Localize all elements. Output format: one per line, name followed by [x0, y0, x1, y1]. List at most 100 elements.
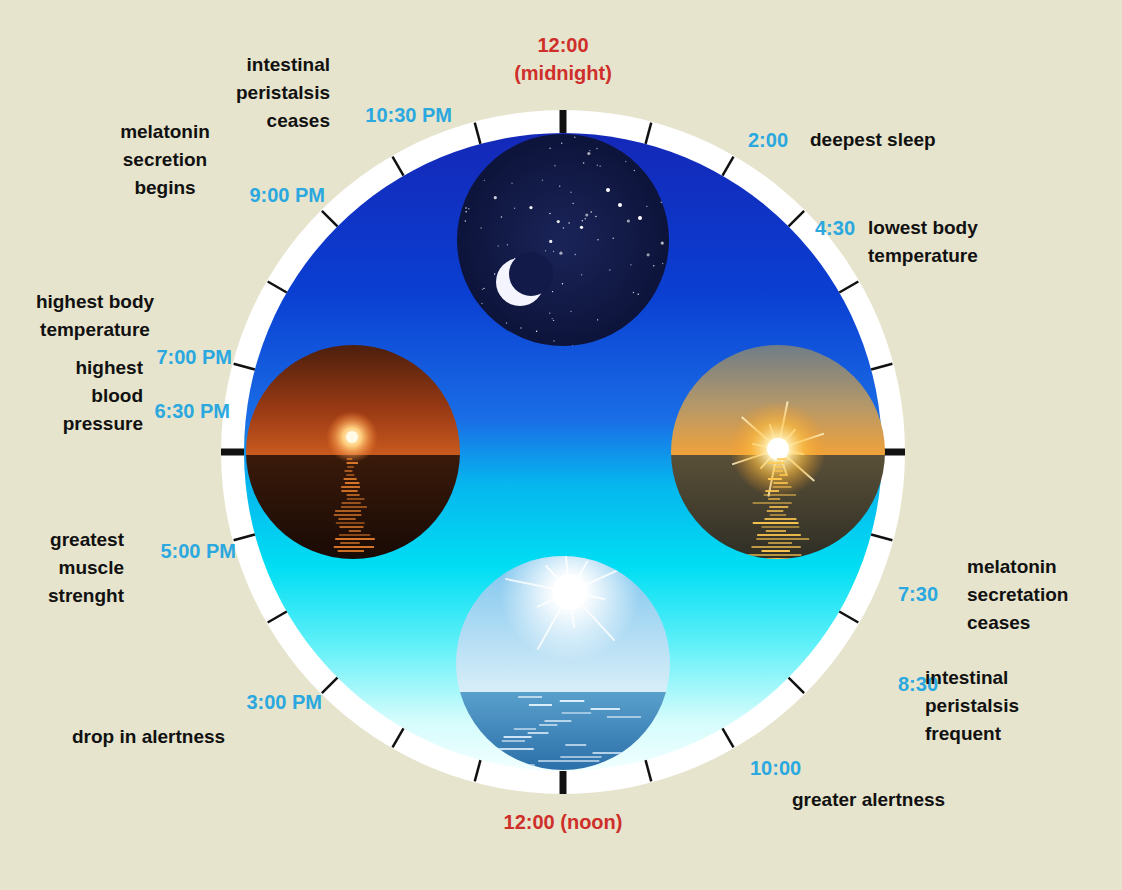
hour-ticks-part [789, 211, 805, 227]
night-photo-part-part [514, 207, 515, 208]
sunset-photo-part-part [335, 538, 375, 540]
time-label: 3:00 PM [246, 688, 322, 716]
noon-photo-part-part [562, 712, 592, 714]
night-photo-part-part [627, 219, 630, 222]
night-photo-part-part [597, 319, 598, 320]
noon-photo-part-part [491, 764, 534, 766]
sunset-photo-part-part [345, 482, 359, 484]
noon-photo-part [552, 574, 588, 610]
clock-hour-label: 12:00 (midnight) [498, 31, 628, 87]
event-label: highest body temperature [8, 288, 183, 344]
night-photo-part-part [568, 222, 569, 223]
sunset-photo-part-part [347, 458, 352, 460]
sunset-photo-part-part [341, 486, 360, 488]
noon-photo-part-part [529, 704, 552, 706]
sunset-photo-part-part [339, 534, 370, 536]
night-photo-part-part [480, 227, 481, 228]
night-photo-part-part [511, 337, 514, 340]
night-photo-part-part [454, 237, 455, 238]
hour-ticks-part [234, 364, 255, 370]
night-photo-part-part [507, 244, 508, 245]
sunset-photo-part-part [336, 522, 365, 524]
hour-ticks-part [268, 282, 287, 293]
sunset-photo-part-part [334, 546, 374, 548]
sunrise-photo-part-part [768, 478, 782, 480]
time-label: 7:30 [898, 580, 938, 608]
sunset-photo-part-part [347, 466, 354, 468]
sunrise-photo-part-part [768, 498, 780, 500]
sunset-photo-part-part [338, 518, 355, 520]
night-photo-part-part [536, 331, 537, 332]
night-photo-part-part [494, 196, 497, 199]
night-photo-part-part [492, 142, 493, 143]
sunset-photo-part-part [349, 530, 361, 532]
night-photo-part-part [465, 220, 466, 221]
noon-photo-part [491, 696, 646, 766]
noon-photo-part [500, 522, 640, 662]
noon-photo-part-part [545, 720, 572, 722]
night-photo-part-part [618, 203, 622, 207]
sunset-photo-part-part [335, 510, 361, 512]
sunrise-photo-part-part [773, 486, 792, 488]
night-photo-part-part [655, 317, 656, 318]
night-photo-part-part [638, 294, 639, 295]
hour-ticks-part [560, 771, 567, 794]
night-photo-part-part [595, 216, 596, 217]
night-photo-part-part [574, 254, 575, 255]
night-photo-part-part [572, 203, 573, 204]
night-photo-part-part [491, 344, 492, 345]
night-photo-part-part [501, 216, 502, 217]
night-photo-part-part [559, 252, 562, 255]
event-label: greatest muscle strenght [9, 526, 124, 610]
sunset-photo-part-part [346, 474, 354, 476]
hour-ticks-part [839, 612, 858, 623]
sunrise-photo-part [730, 401, 826, 497]
night-photo-part-part [460, 165, 461, 166]
hour-ticks-part [723, 157, 734, 176]
sunrise-photo-part-part [762, 550, 790, 552]
night-photo-part-part [638, 216, 642, 220]
hour-ticks-part [560, 110, 567, 133]
sunrise-photo-part-part [770, 514, 786, 516]
noon-photo-part-part [539, 724, 557, 726]
clock-hour-label: 12:00 (noon) [498, 808, 628, 836]
time-label: 6:30 PM [154, 397, 230, 425]
hour-ticks-part [646, 123, 652, 144]
night-photo-part-part [470, 321, 473, 324]
sunrise-photo-part-part [751, 546, 800, 548]
sunrise-photo-part-part [756, 538, 809, 540]
night-photo-part-part [625, 161, 626, 162]
sunset-photo-part [334, 458, 375, 552]
night-photo-part [454, 132, 664, 347]
sunset-photo-part-part [339, 526, 363, 528]
night-photo-part-part [465, 207, 466, 208]
night-photo-part-part [554, 165, 555, 166]
noon-photo-part-part [565, 744, 586, 746]
sunset-photo-part-part [340, 542, 359, 544]
clock-dial [244, 133, 882, 771]
sunrise-photo-part-part [779, 474, 788, 476]
night-photo-part-part [647, 253, 650, 256]
sunset-photo-part [244, 455, 462, 565]
noon-photo-part-part [591, 708, 620, 710]
event-label: melatonin secretion begins [95, 118, 235, 202]
night-photo-part-part [525, 136, 528, 139]
sunrise-photo-part [767, 438, 789, 460]
sunrise-photo-part-part [773, 482, 788, 484]
night-photo-part-part [465, 211, 466, 212]
night-photo-part-part [498, 245, 499, 246]
sunrise-photo-part-part [773, 470, 783, 472]
night-photo-part-part [506, 322, 507, 323]
night-photo-part-part [549, 240, 552, 243]
night-photo-part-part [646, 206, 647, 207]
sunrise-photo-part-part [765, 490, 779, 492]
hour-ticks-part [882, 449, 905, 456]
night-photo-part-part [574, 137, 575, 138]
night-photo-part-part [490, 138, 493, 141]
night-photo-part-part [511, 182, 512, 183]
noon-photo-part-part [518, 696, 542, 698]
night-photo-part-part [589, 150, 590, 151]
night-photo-part-part [570, 192, 571, 193]
sunrise-photo-part-part [769, 506, 788, 508]
